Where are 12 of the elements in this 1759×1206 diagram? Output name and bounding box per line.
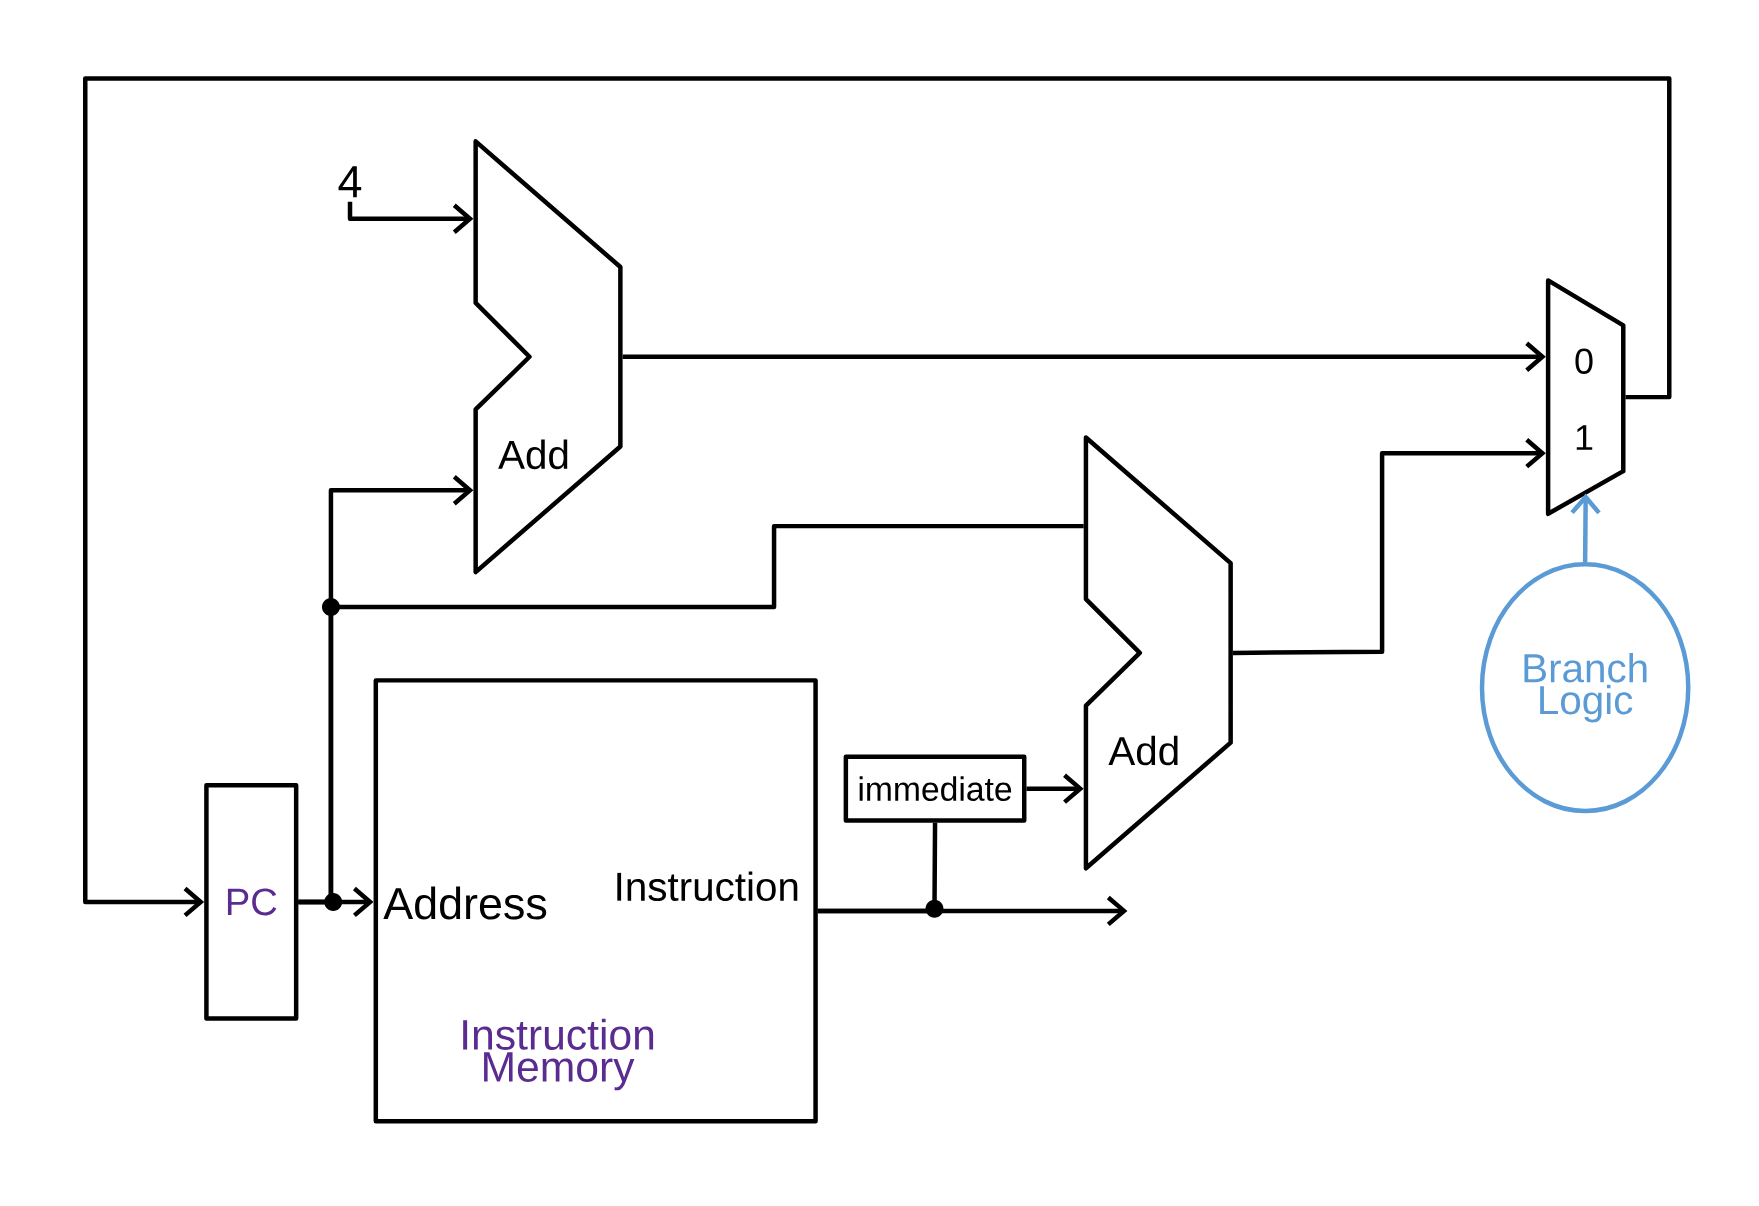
wire [622,341,1546,372]
wire [817,822,938,914]
wire [1026,773,1084,804]
register-box: PC [204,783,299,1021]
memory-box: Address Instruction Instruction Memory [373,678,818,1124]
immediate-box: immediate [843,754,1027,823]
wire [83,76,1672,918]
wire [298,523,1084,905]
wire [1232,438,1546,656]
wire [1570,493,1601,563]
wire [347,201,474,234]
constant-label: 4 [338,166,362,198]
